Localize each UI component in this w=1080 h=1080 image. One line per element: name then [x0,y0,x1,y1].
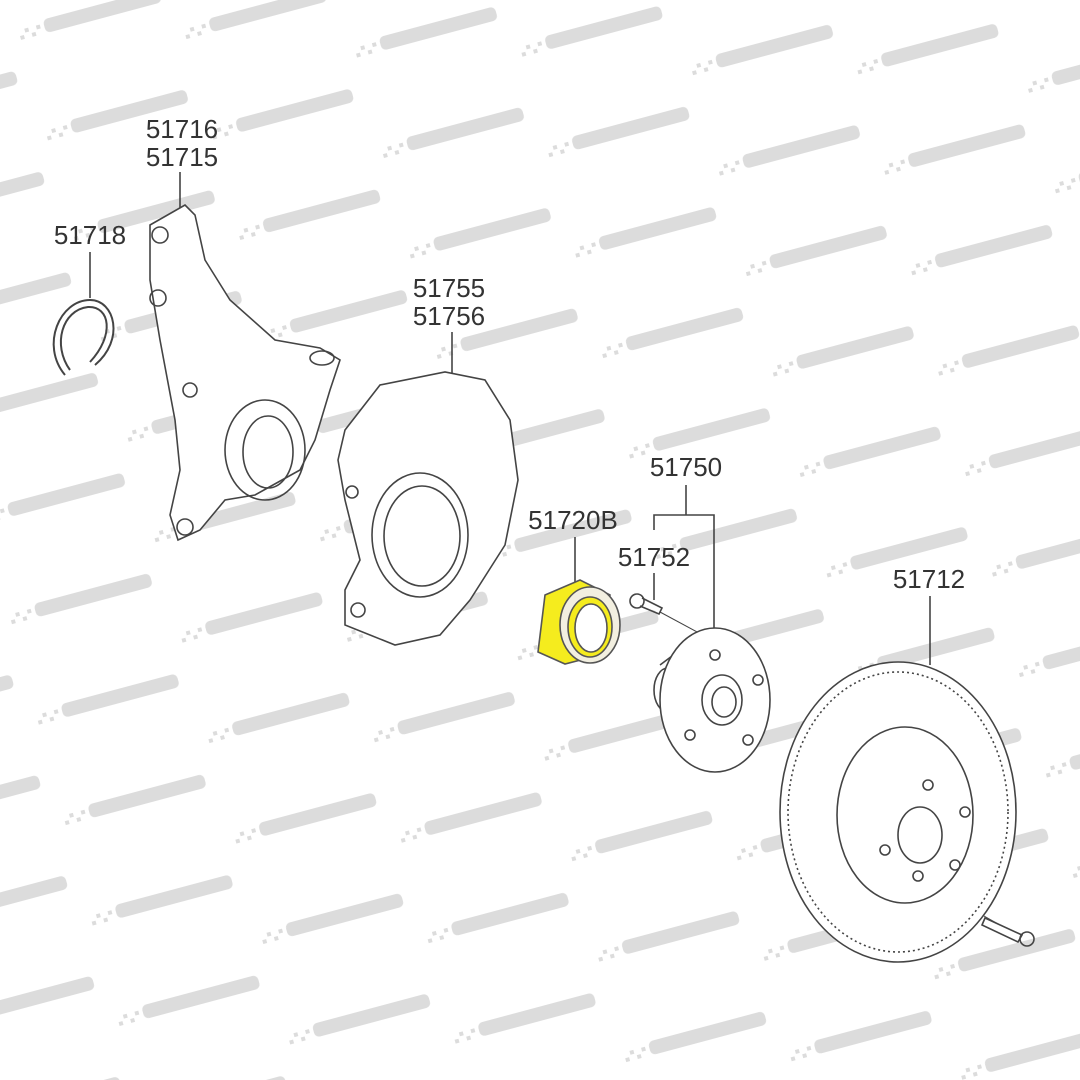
steering-knuckle [149,204,341,542]
part-label-51718: 51718 [53,220,127,250]
snap-ring [52,298,115,376]
part-label-51715: 51715 [145,142,219,172]
hub-bolt [629,593,664,616]
part-label-51712: 51712 [892,564,966,594]
part-label-51752: 51752 [617,542,691,572]
brake-disc [779,661,1017,963]
wheel-hub [653,627,771,773]
part-label-51750: 51750 [649,452,723,482]
part-label-51756: 51756 [412,301,486,331]
wheel-bearing-highlighted [537,579,621,665]
dust-cover [337,371,519,646]
part-label-51720b: 51720B [528,505,618,535]
disc-screw [980,916,1035,947]
part-label-51716: 51716 [145,114,219,144]
part-label-51755: 51755 [412,273,486,303]
